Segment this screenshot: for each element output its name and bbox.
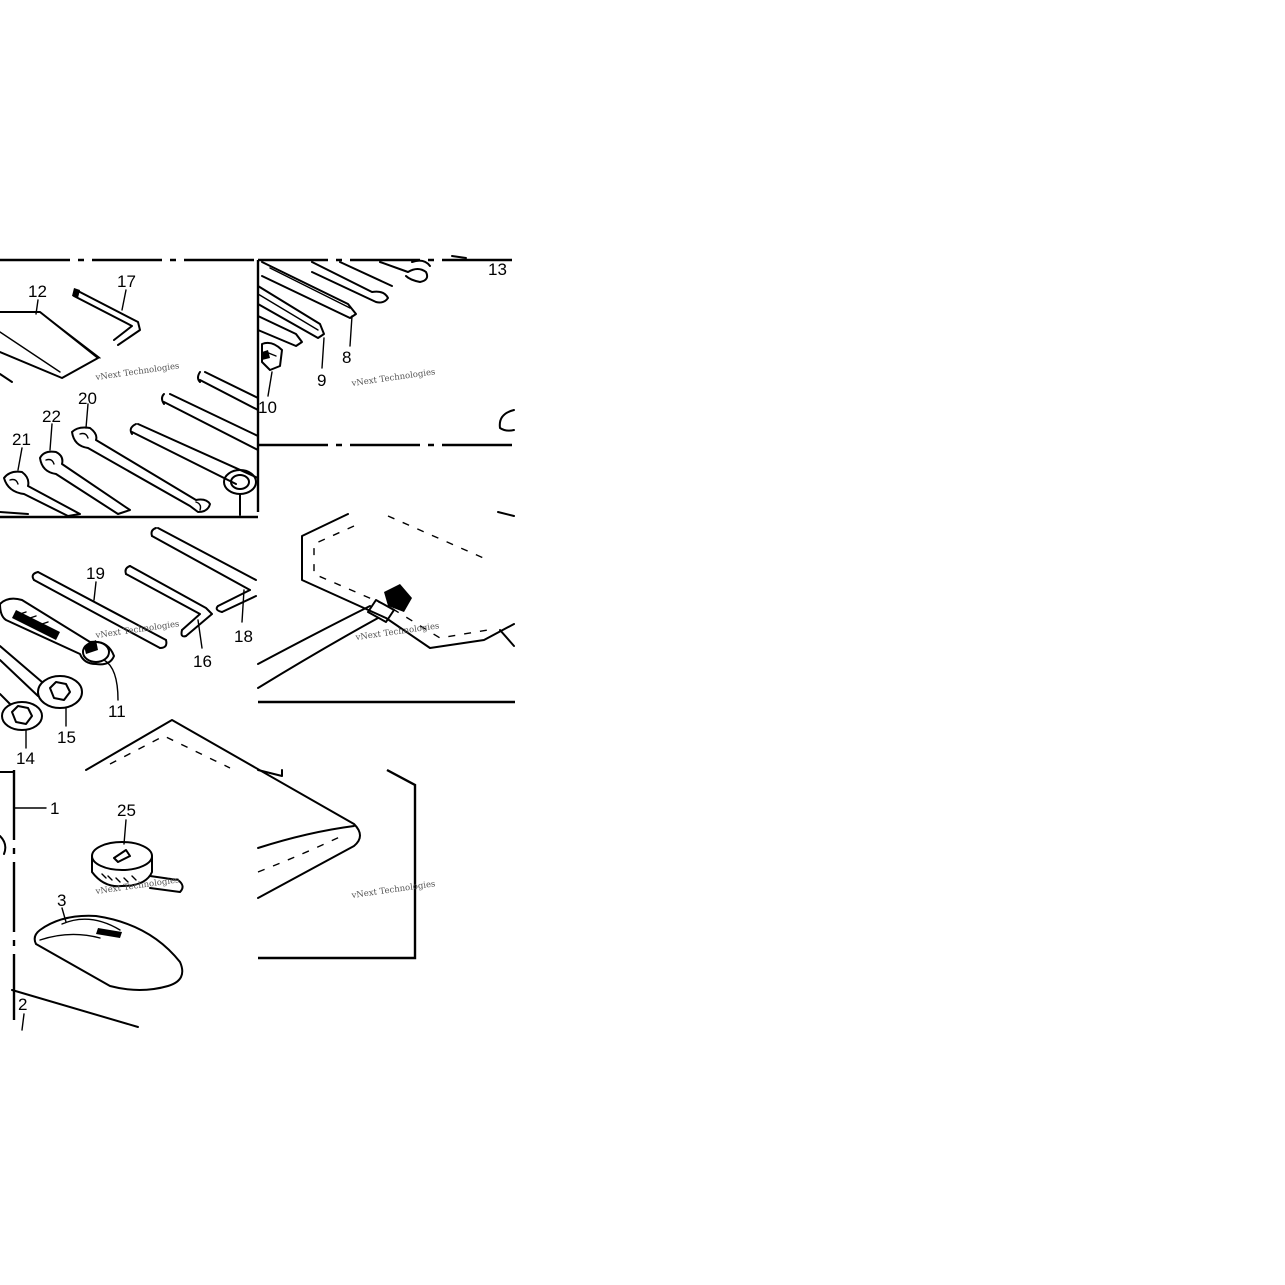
callout-3: 3 xyxy=(57,891,66,910)
callout-2: 2 xyxy=(18,995,27,1014)
leader-3 xyxy=(61,907,67,923)
ring-spanner-end xyxy=(223,469,257,516)
callout-8: 8 xyxy=(342,348,351,367)
leader-20 xyxy=(85,403,89,429)
strap-upper xyxy=(257,605,371,665)
part-17-hex-key xyxy=(72,288,141,346)
part-15-ring-spanner xyxy=(0,645,83,709)
tool-roll-stitching xyxy=(313,525,489,639)
strap-buckle xyxy=(367,584,412,623)
panel-frames xyxy=(0,258,515,1028)
callout-12: 12 xyxy=(28,282,47,301)
callout-14: 14 xyxy=(16,749,35,768)
part-19-rod xyxy=(31,571,168,649)
panel-bottom-right-corner xyxy=(257,769,283,777)
tool-roll-stitching-top xyxy=(387,515,489,561)
leader-21 xyxy=(17,447,23,471)
callout-13: 13 xyxy=(488,260,507,279)
tool-roll-outline xyxy=(301,513,515,649)
part-10-nut xyxy=(261,341,283,371)
callout-18: 18 xyxy=(234,627,253,646)
leader-10 xyxy=(267,371,273,397)
middle-right-panel xyxy=(257,511,515,689)
part-18-hex-key xyxy=(150,527,257,613)
leader-11 xyxy=(103,659,119,701)
watermark-1: vNext Technologies xyxy=(94,361,180,383)
bottom-panel: 1 25 3 2 xyxy=(0,719,361,1031)
callout-25: 25 xyxy=(117,801,136,820)
callout-9: 9 xyxy=(317,371,326,390)
leader-12 xyxy=(35,299,39,315)
part-22-spanner xyxy=(39,450,131,515)
callout-15: 15 xyxy=(57,728,76,747)
callout-10: 10 xyxy=(258,398,277,417)
callout-16: 16 xyxy=(193,652,212,671)
callout-19: 19 xyxy=(86,564,105,583)
leader-9 xyxy=(321,337,325,369)
watermark-2: vNext Technologies xyxy=(350,367,436,389)
leader-17 xyxy=(121,289,127,311)
part-14-ring-spanner xyxy=(0,693,43,731)
spanner-top xyxy=(339,255,467,287)
part-21-spanner xyxy=(3,470,81,517)
watermarks: vNext Technologies vNext Technologies vN… xyxy=(94,361,440,901)
callout-11: 11 xyxy=(108,702,126,721)
top-right-panel: 8 9 10 13 xyxy=(257,255,515,432)
watermark-3: vNext Technologies xyxy=(94,619,180,641)
leader-25 xyxy=(123,819,127,845)
leader-19 xyxy=(93,581,97,601)
part-9-screwdriver xyxy=(257,285,325,347)
tool-edge xyxy=(0,511,29,515)
part-25-gauge xyxy=(91,841,184,893)
leader-16 xyxy=(197,619,203,649)
callout-17: 17 xyxy=(117,272,136,291)
tool-roll-corner xyxy=(497,511,515,517)
part-20-spanner xyxy=(71,426,211,513)
panel-bottom-left-base xyxy=(11,989,139,1028)
callout-1: 1 xyxy=(50,799,59,818)
top-left-panel: 12 17 20 22 21 xyxy=(0,272,259,517)
leader-2 xyxy=(21,1013,25,1031)
extension-bars xyxy=(129,371,259,485)
watermark-6: vNext Technologies xyxy=(350,879,436,901)
middle-left-panel: 19 18 16 11 15 14 xyxy=(0,527,257,768)
part-12-screwdriver-handle xyxy=(0,311,101,383)
strap-lower xyxy=(257,617,379,689)
leader-22 xyxy=(49,423,53,451)
callout-21: 21 xyxy=(12,430,31,449)
tool-edge-right xyxy=(498,409,515,432)
leader-8 xyxy=(349,315,353,347)
part-1-tool-bag xyxy=(0,719,361,899)
tool-roll-flap xyxy=(499,629,515,647)
callout-22: 22 xyxy=(42,407,61,426)
panel-bottom-right-frame xyxy=(258,768,417,960)
leader-18 xyxy=(241,589,245,623)
watermark-5: vNext Technologies xyxy=(94,875,180,897)
callout-20: 20 xyxy=(78,389,97,408)
part-8-screwdriver xyxy=(261,261,389,319)
part-3-pouch xyxy=(33,914,184,991)
